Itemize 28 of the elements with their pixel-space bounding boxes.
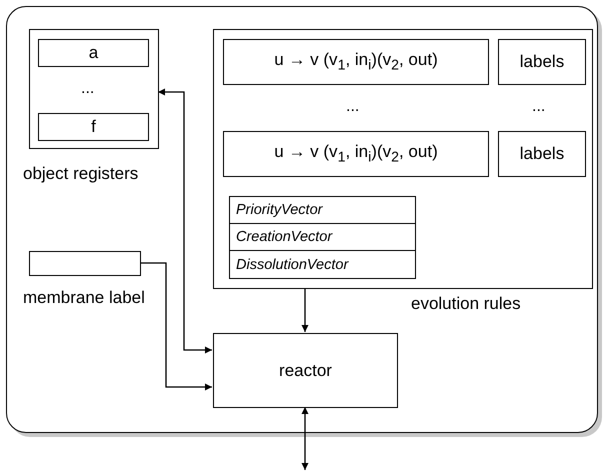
ellipsis-text: ... — [81, 80, 94, 98]
reactor-box — [213, 333, 398, 408]
vector-name: CreationVector — [236, 229, 332, 245]
group-caption: membrane label — [23, 287, 146, 308]
rule-text: u → v (v$_{1}$, in$_{i}$)(v$_{2}$, out) — [274, 50, 438, 74]
vector-row — [229, 250, 416, 279]
arrow — [140, 262, 212, 390]
labels-box — [498, 39, 586, 85]
box-text: labels — [520, 52, 564, 72]
box-text: reactor — [279, 360, 332, 380]
box-text: f — [91, 117, 96, 137]
register-box — [38, 39, 149, 67]
register-box — [38, 113, 149, 141]
vector-row — [229, 223, 416, 251]
vector-name: DissolutionVector — [236, 256, 348, 272]
box-text: labels — [520, 144, 564, 164]
vector-row — [229, 196, 416, 224]
ellipsis-text: ... — [532, 98, 546, 116]
box-text: a — [88, 43, 98, 63]
arrow — [302, 288, 308, 332]
labels-box — [498, 131, 586, 177]
vector-name: PriorityVector — [236, 202, 322, 218]
double-arrow — [302, 407, 308, 470]
group-caption: object registers — [23, 163, 140, 184]
double-arrow — [158, 88, 212, 354]
group-caption: evolution rules — [411, 293, 522, 314]
rule-text: u → v (v$_{1}$, in$_{i}$)(v$_{2}$, out) — [274, 142, 438, 166]
ellipsis-text: ... — [346, 98, 360, 116]
